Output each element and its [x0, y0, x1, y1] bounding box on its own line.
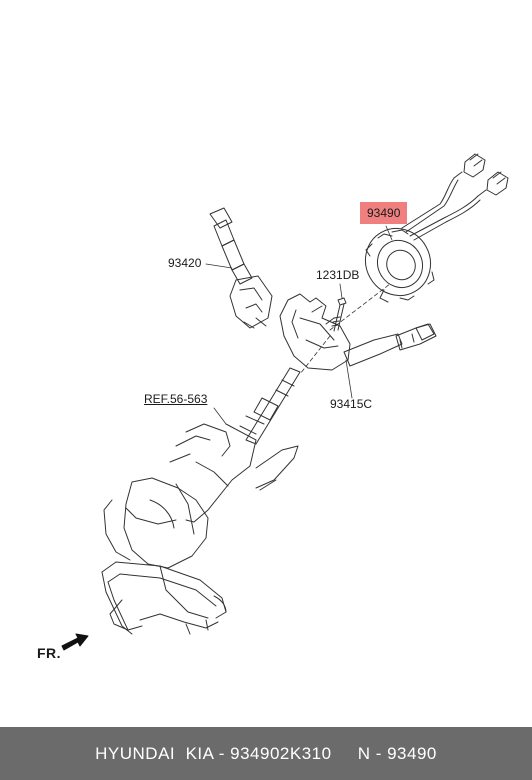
switch-lever-right [343, 323, 437, 367]
leader-line-ref [213, 407, 227, 425]
part-number-footer: HYUNDAI KIA - 934902K310 N - 93490 [0, 727, 532, 780]
fr-arrow-icon [61, 633, 89, 651]
mounting-bracket [101, 561, 227, 635]
label-part-93420[interactable]: 93420 [168, 256, 202, 270]
assembly-line-bolt [299, 335, 331, 375]
leader-line-93420 [205, 263, 233, 269]
leader-line-93490 [385, 225, 393, 241]
steering-shaft [239, 367, 301, 445]
label-part-93415c[interactable]: 93415C [330, 397, 373, 411]
label-direction: FR. [37, 645, 62, 661]
connector-lower [477, 171, 509, 197]
switch-lever-93420 [209, 207, 273, 329]
label-part-93490[interactable]: 93490 [360, 202, 408, 224]
leader-line-1231db [339, 283, 343, 299]
parts-diagram [61, 153, 509, 651]
leader-line-93415c [345, 359, 353, 399]
label-ref[interactable]: REF.56-563 [144, 392, 208, 406]
assembly-line [329, 283, 391, 331]
connector-upper [453, 153, 486, 179]
switch-body-93415c [279, 293, 351, 371]
steering-column-housing [103, 423, 299, 569]
clock-spring-93490 [364, 227, 435, 303]
clock-spring-wire-harness [401, 177, 481, 241]
label-part-1231db[interactable]: 1231DB [316, 268, 360, 282]
